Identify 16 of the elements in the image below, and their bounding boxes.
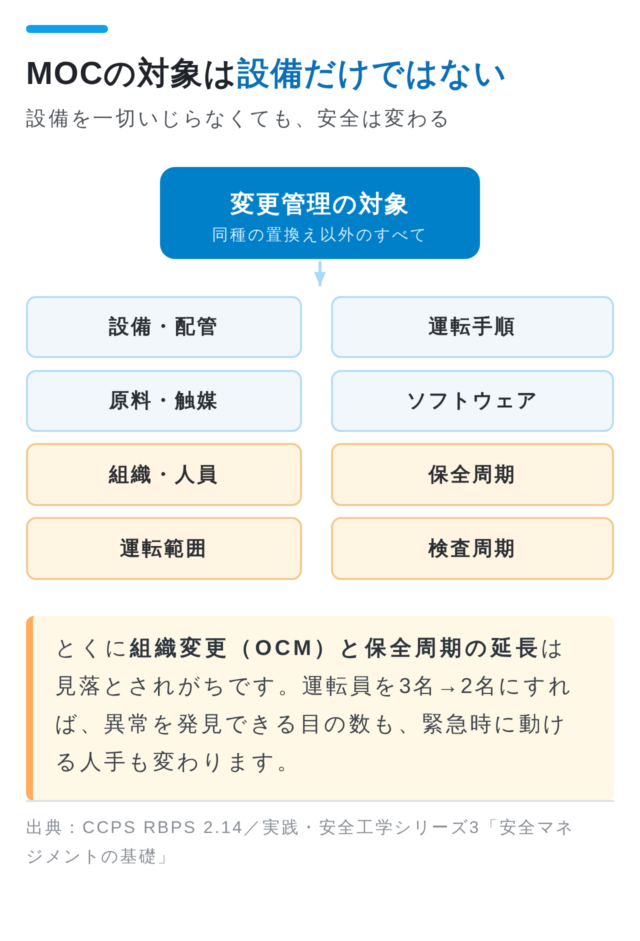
subtitle: 設備を一切いじらなくても、安全は変わる	[26, 107, 452, 132]
box-subheading: 同種の置換え以外のすべて	[212, 226, 428, 246]
category-box: ソフトウェア	[331, 370, 614, 432]
title: MOCの対象は設備だけではない	[26, 54, 508, 93]
box-heading: 変更管理の対象	[230, 190, 410, 220]
category-box: 原料・触媒	[26, 370, 302, 432]
source-note: 出典：CCPS RBPS 2.14／実践・安全工学シリーズ3「安全マネジメントの基礎」	[26, 817, 576, 868]
arrow	[314, 261, 326, 286]
category-box: 保全周期	[331, 443, 614, 506]
header-box	[160, 167, 480, 259]
category-box: 設備・配管	[26, 296, 302, 358]
category-box: 組織・人員	[26, 443, 302, 506]
note-box: とくに組織変更（OCM）と保全周期の延長は見落とされがちです。運転員を3名→2名にすれば、異常を発見できる目の数も、緊急時に動ける人手も変わります。	[26, 616, 614, 801]
category-box: 運転範囲	[26, 517, 302, 580]
category-box: 運転手順	[331, 296, 614, 358]
category-box: 検査周期	[331, 517, 614, 580]
